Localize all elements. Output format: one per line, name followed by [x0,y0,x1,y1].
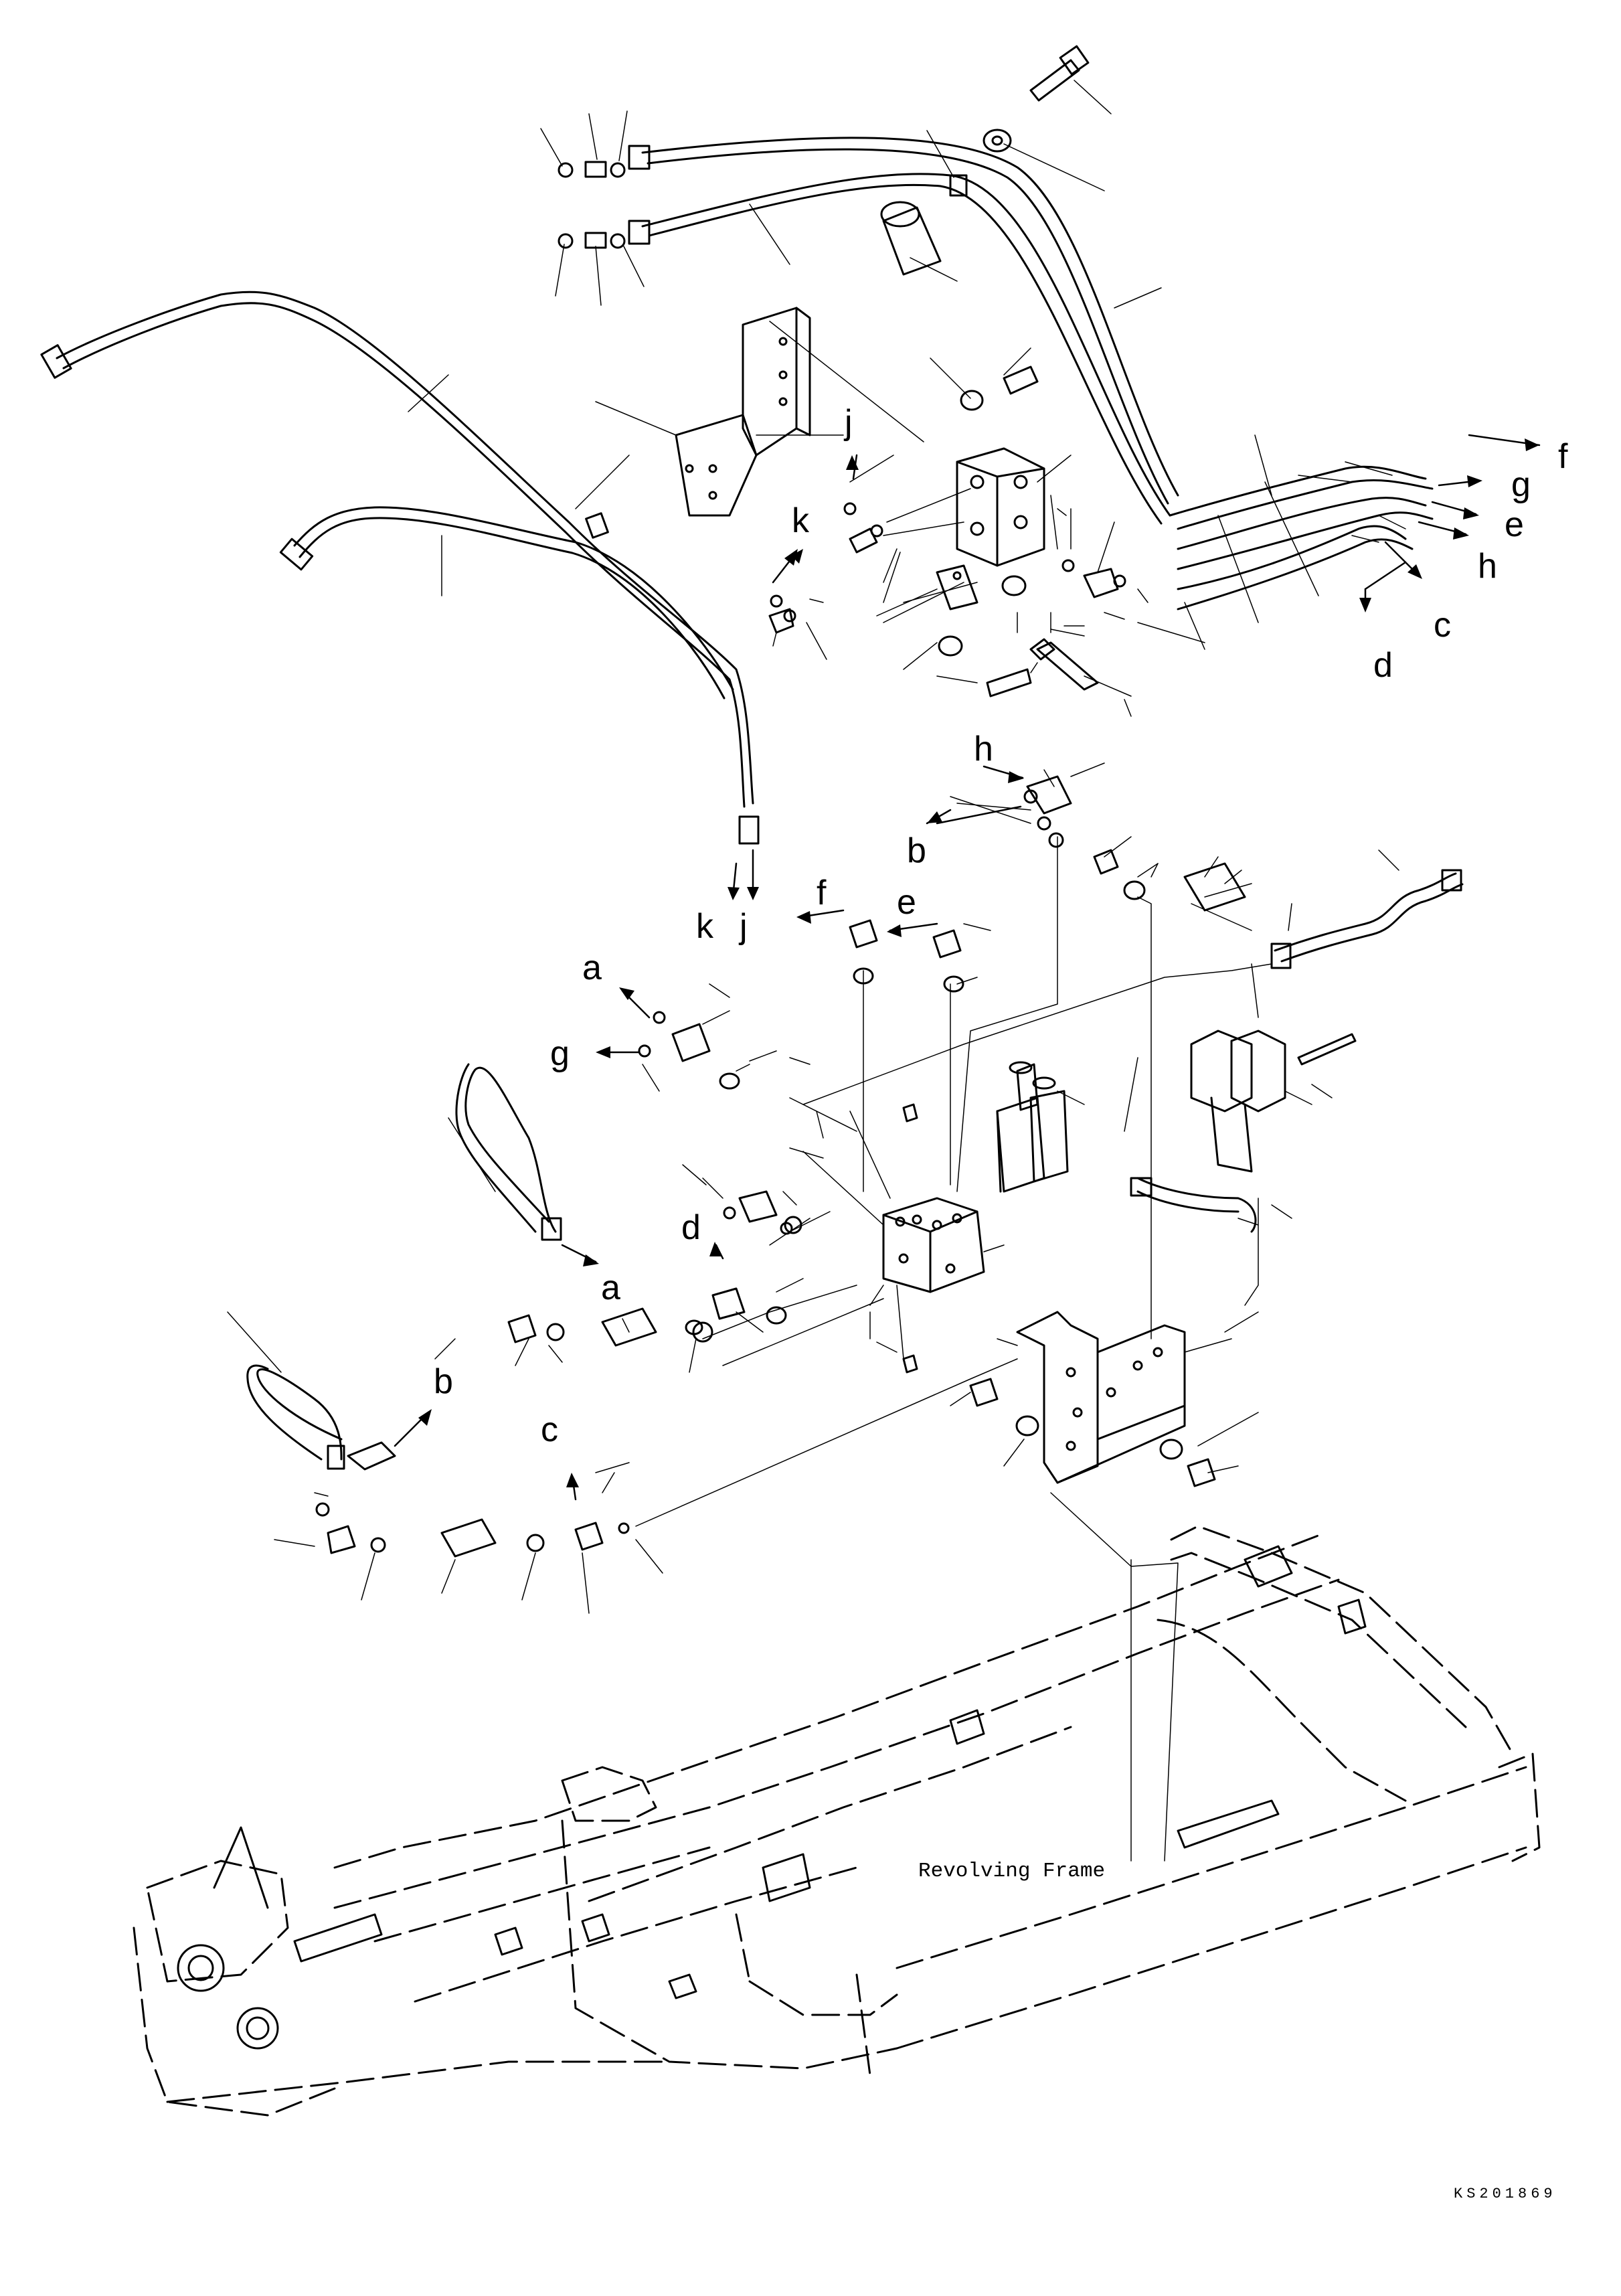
mounting-plate [969,1311,1216,1487]
callout-h-mid: h [974,730,993,768]
mid-fittings [849,775,1464,993]
callout-h-top: h [1478,547,1497,586]
solenoid-valves [996,1030,1357,1233]
lower-left-hoses [246,1063,713,1558]
upper-left-fittings [558,145,651,249]
revolving-frame-label: Revolving Frame [918,1860,1106,1883]
callout-k-mid: k [696,907,713,946]
callout-a-mid: a [582,949,602,987]
callout-d-top: d [1373,646,1393,685]
callout-e-mid: e [897,883,916,922]
upper-elbows [768,502,1126,634]
arrow-heads [418,438,1539,1487]
callout-b-low: b [434,1362,453,1401]
callout-e-top: e [1505,505,1524,544]
upper-valve-block [936,447,1099,698]
callout-g-mid: g [550,1034,570,1073]
upper-hose-bundle [641,137,1434,610]
upper-hardware [880,45,1090,411]
drawing-code: KS201869 [1454,2186,1557,2202]
callout-j-mid: j [740,907,748,946]
callout-c-top: c [1434,606,1451,645]
callout-j-top: j [845,403,853,442]
callout-b-mid: b [907,831,926,870]
upper-bracket [675,307,811,517]
revolving-frame-outline [133,1525,1541,2117]
callout-a-low: a [601,1268,620,1307]
main-manifold-block [882,1103,985,1374]
leader-lines [227,80,1406,1862]
callout-k-top: k [792,501,809,540]
callout-f-mid: f [817,874,827,912]
callout-f-top: f [1558,437,1568,476]
left-mid-fittings [638,1011,802,1335]
revolving-frame-details [177,1545,1367,2050]
callout-d-mid: d [681,1208,701,1247]
callout-c-low: c [541,1410,558,1449]
upper-left-pipe [40,291,760,845]
callout-arrows [394,434,1541,1501]
callout-g-top: g [1511,465,1531,504]
